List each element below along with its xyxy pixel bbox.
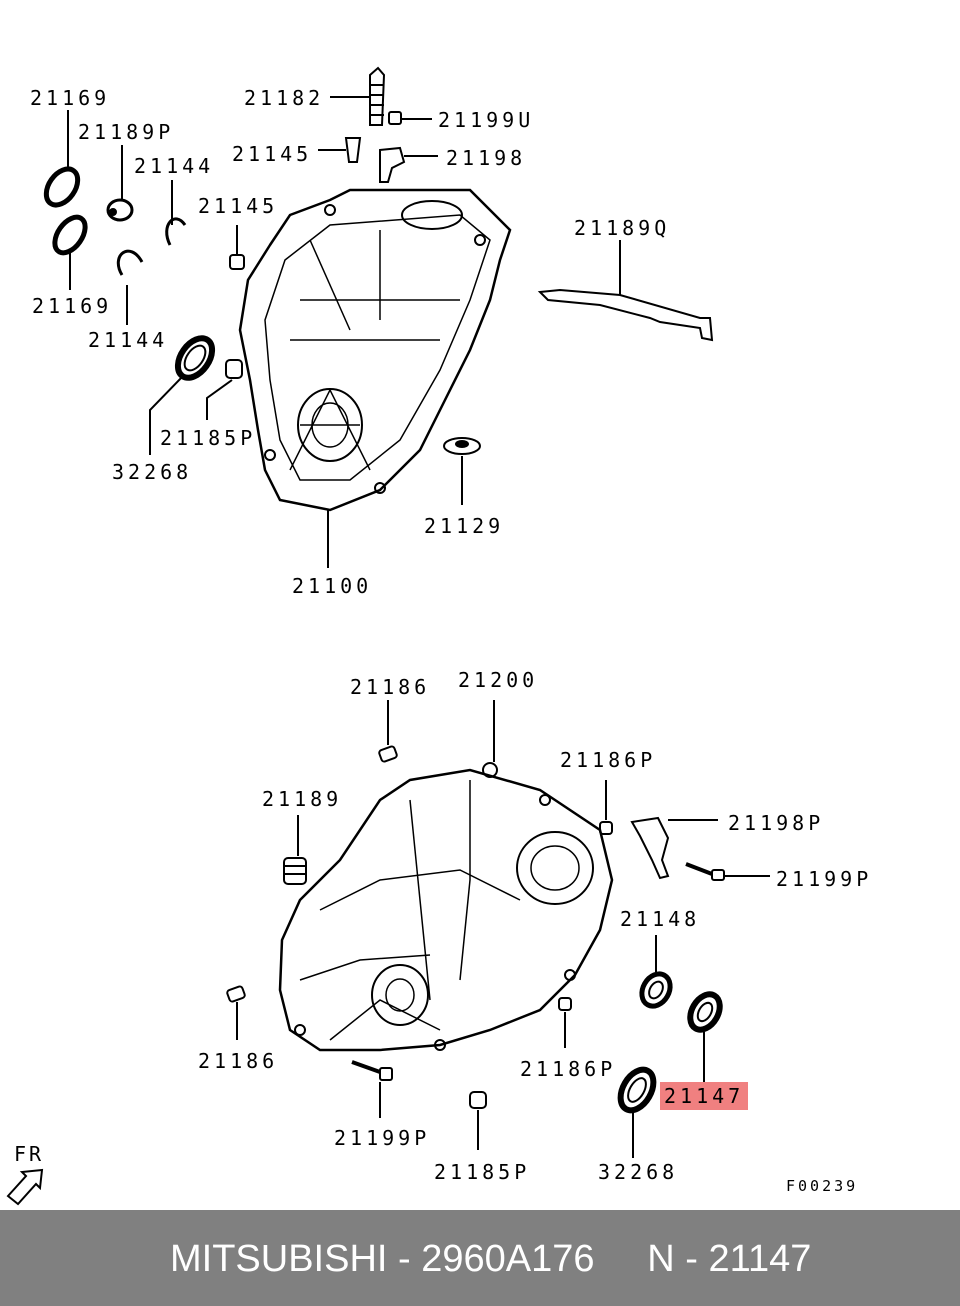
transmission-case-21200: [278, 762, 614, 1052]
footer-bar: MITSUBISHI - 2960A176 N - 21147: [0, 1210, 960, 1306]
part-label-highlighted: 21147: [660, 1082, 749, 1110]
oil-seal-21147: [687, 991, 723, 1033]
plug-21185p-lower: [469, 1091, 487, 1109]
part-label: 21198: [446, 146, 527, 170]
oil-seal-32268-lower: [617, 1066, 657, 1114]
footer-text: MITSUBISHI - 2960A176 N - 21147: [170, 1238, 812, 1280]
part-label: 21200: [458, 668, 539, 692]
dowel-pin-21186p-lower: [558, 997, 572, 1011]
part-label: 21185P: [160, 426, 257, 450]
front-arrow-icon: [6, 1168, 44, 1206]
fitting-21198: [379, 146, 406, 183]
o-ring-21169-upper: [43, 166, 81, 208]
snap-ring-21189p: [106, 198, 134, 222]
part-label: 21144: [134, 154, 215, 178]
part-label: 21182: [244, 86, 325, 110]
part-label: 21199P: [334, 1126, 431, 1150]
bearing-21148: [639, 971, 673, 1009]
part-label: 21189Q: [574, 216, 671, 240]
part-label: 21199U: [438, 108, 535, 132]
breather-21182: [369, 66, 386, 126]
part-label: 21198P: [728, 811, 825, 835]
bolt-21199p-lower: [351, 1060, 393, 1081]
bracket-21198p: [630, 816, 670, 880]
part-label: 21145: [232, 142, 313, 166]
part-label: 21189P: [78, 120, 175, 144]
part-label: 21185P: [434, 1160, 531, 1184]
direction-label: FR: [14, 1142, 45, 1166]
part-label: 21169: [30, 86, 111, 110]
bolt-21199p-right: [685, 862, 725, 881]
snap-ring-21144-upper: [165, 217, 187, 246]
part-label: 32268: [598, 1160, 679, 1184]
transaxle-case-21100: [238, 188, 512, 512]
guide-plate-21189q: [537, 288, 714, 342]
bolt-21145-top: [344, 137, 362, 163]
plug-21189: [283, 857, 307, 885]
dowel-pin-21186-top: [378, 745, 398, 763]
part-label: 21199P: [776, 867, 873, 891]
part-label: 21129: [424, 514, 505, 538]
exploded-parts-diagram: [6, 66, 770, 1206]
dowel-pin-21186p-right: [599, 821, 613, 835]
dowel-pin-21186-left: [226, 985, 246, 1003]
plug-21185p-upper: [225, 359, 243, 379]
part-label: 21189: [262, 787, 343, 811]
snap-ring-21144-lower: [116, 249, 144, 276]
oil-seal-32268-upper: [174, 335, 216, 381]
part-label: 21186: [350, 675, 431, 699]
part-label: 21186: [198, 1049, 279, 1073]
bolt-21145-left: [229, 225, 245, 270]
part-label: 21169: [32, 294, 113, 318]
part-label: 21100: [292, 574, 373, 598]
part-label: 21144: [88, 328, 169, 352]
part-label: 21186P: [560, 748, 657, 772]
highlight-box: 21147: [660, 1082, 749, 1110]
figure-code: F00239: [786, 1177, 859, 1195]
part-label: 32268: [112, 460, 193, 484]
washer-21129: [443, 437, 481, 455]
part-label: 21186P: [520, 1057, 617, 1081]
o-ring-21169-lower: [52, 214, 88, 256]
part-label: 21148: [620, 907, 701, 931]
part-label: 21145: [198, 194, 279, 218]
bolt-21199u: [388, 111, 402, 125]
